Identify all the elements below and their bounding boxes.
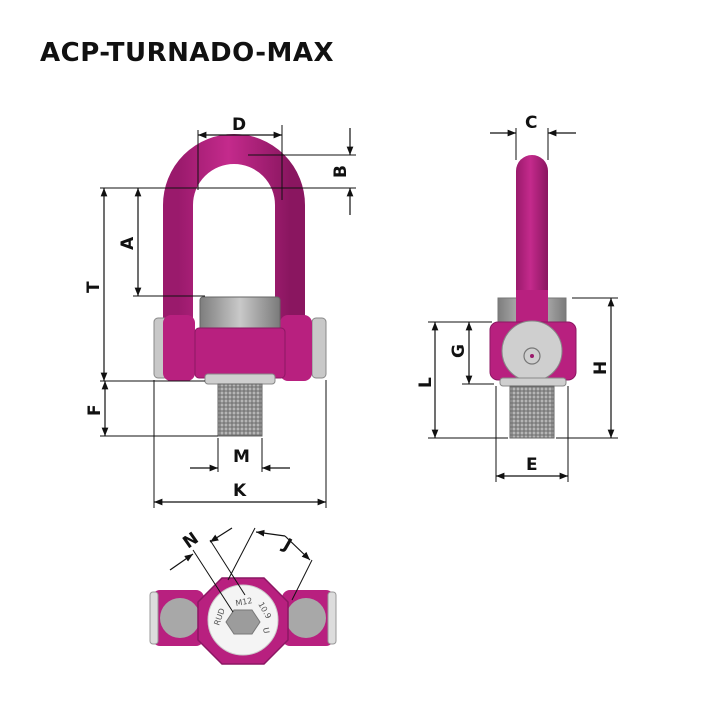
threaded-bolt bbox=[217, 383, 263, 437]
left-leg-end bbox=[163, 315, 195, 381]
front-view: D B A T F M K bbox=[84, 115, 356, 508]
dim-label-g: G bbox=[449, 344, 469, 358]
dim-label-b: B bbox=[331, 165, 351, 178]
right-washer bbox=[311, 317, 327, 379]
dim-label-l: L bbox=[416, 377, 436, 388]
swivel-body bbox=[194, 327, 286, 379]
dim-label-e: E bbox=[526, 455, 538, 475]
dim-label-m: M bbox=[233, 447, 250, 467]
side-cap bbox=[501, 320, 563, 382]
lifting-bow bbox=[163, 134, 305, 330]
dim-label-c: C bbox=[525, 113, 537, 133]
right-leg-end bbox=[280, 315, 312, 381]
top-view: RUD M12 10.9 U N J bbox=[149, 527, 337, 665]
page-title: ACP-TURNADO-MAX bbox=[40, 38, 335, 68]
marking-u: U bbox=[261, 627, 271, 634]
hex-socket bbox=[225, 609, 261, 635]
dim-label-a: A bbox=[118, 236, 138, 250]
hex-nut bbox=[199, 296, 281, 332]
dim-label-n: N bbox=[179, 529, 202, 554]
dim-label-k: K bbox=[233, 481, 247, 501]
dim-label-t: T bbox=[84, 281, 104, 293]
side-threaded-bolt bbox=[509, 385, 555, 439]
side-view: C L G H E bbox=[416, 113, 618, 482]
dim-label-d: D bbox=[232, 115, 246, 135]
left-pin bbox=[160, 598, 200, 638]
marking-m12: M12 bbox=[235, 596, 253, 608]
right-pin bbox=[286, 598, 326, 638]
dim-label-f: F bbox=[85, 404, 105, 416]
bottom-washer bbox=[204, 373, 276, 385]
dim-label-h: H bbox=[591, 361, 611, 375]
